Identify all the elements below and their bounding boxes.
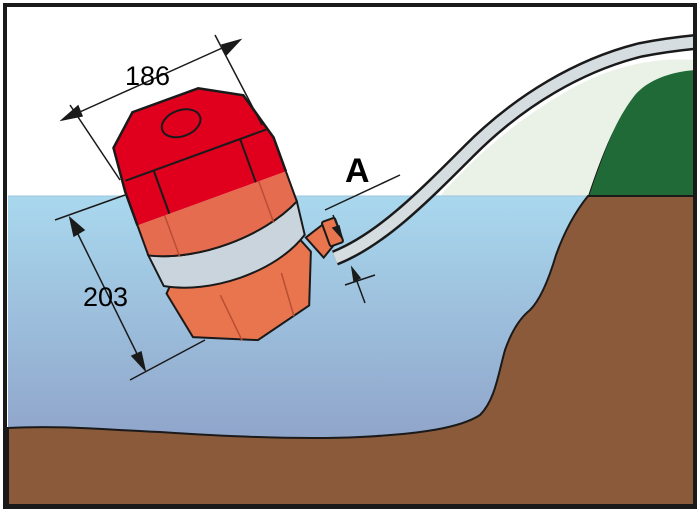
hose-inner xyxy=(332,36,696,264)
dimension-width-label: 186 xyxy=(125,61,170,91)
hill-background xyxy=(440,59,695,196)
callout-a-dimension xyxy=(324,174,401,304)
dimension-height-label: 203 xyxy=(83,282,128,312)
frame-border xyxy=(3,3,697,509)
callout-label: A xyxy=(345,152,370,190)
riverbed-earth xyxy=(7,195,696,506)
dimension-height xyxy=(54,194,206,381)
float-switch xyxy=(112,87,344,342)
dimension-width xyxy=(59,34,263,181)
